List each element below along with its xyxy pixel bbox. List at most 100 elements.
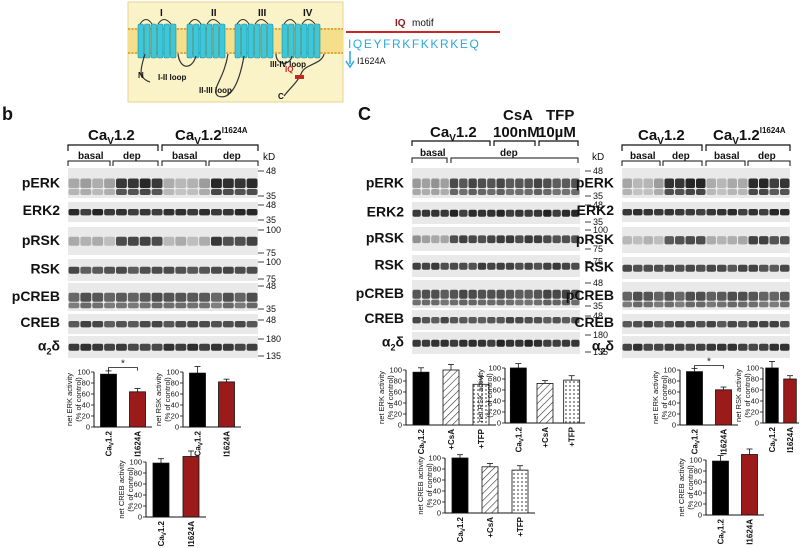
mw-marker: 35	[266, 191, 276, 201]
blot-band	[104, 236, 115, 246]
y-tick-label: 40	[394, 399, 402, 408]
loop-III-IV-label: III-IV loop	[270, 60, 306, 69]
cond-b-1: basal	[78, 151, 104, 162]
blot-band	[780, 189, 790, 195]
blot-band	[706, 178, 716, 189]
blot-band	[643, 189, 653, 195]
blot-band	[633, 291, 643, 301]
blot-band	[175, 266, 187, 274]
blot-band	[440, 189, 449, 195]
blot-band	[780, 178, 790, 189]
category-label: CaV1.2	[194, 430, 205, 456]
blot-band	[80, 266, 92, 274]
blot-band	[552, 339, 561, 347]
blot-band	[696, 189, 706, 195]
helix-segment	[199, 23, 206, 59]
blot-band	[738, 209, 748, 216]
blot-band	[116, 343, 127, 351]
blot-band	[211, 209, 222, 216]
blot-band	[727, 291, 737, 301]
blot-band	[654, 291, 664, 301]
blot-band	[127, 236, 139, 246]
y-tick-label: 40	[82, 401, 90, 410]
blot-band	[759, 178, 769, 189]
blot-band	[748, 343, 758, 351]
blot-band	[533, 289, 543, 299]
blot-band	[727, 236, 737, 245]
blot-band	[696, 209, 706, 216]
category-label: +CsA	[486, 517, 495, 538]
blot-band	[543, 339, 552, 347]
blot-label: pERK	[22, 175, 60, 191]
mw-marker: 48	[266, 200, 276, 210]
blot-band	[696, 178, 706, 189]
kd-label-c: kD	[592, 152, 604, 163]
blot-band	[187, 292, 199, 302]
blot-band	[187, 343, 199, 351]
blot-band	[675, 264, 685, 272]
blot-band	[561, 289, 571, 299]
blot-band	[717, 189, 727, 195]
blot-band	[80, 236, 92, 246]
y-tick-label: 60	[82, 390, 90, 399]
y-tick-label: 0	[398, 421, 402, 430]
mw-marker: 48	[593, 278, 603, 288]
transmembrane-domains	[137, 19, 321, 59]
blot-band	[139, 189, 151, 195]
blot-band	[222, 209, 234, 216]
bar	[686, 371, 703, 426]
blot-band	[211, 302, 222, 309]
category-label: CaV1.2	[514, 426, 525, 452]
category-label: +TFP	[477, 428, 486, 448]
blot-band	[571, 235, 580, 244]
blot-band	[654, 236, 664, 245]
blot-band	[524, 189, 533, 195]
blot-band	[727, 264, 737, 272]
y-tick-label: 100	[746, 364, 759, 373]
blot-band	[675, 343, 685, 351]
blot-band	[151, 266, 163, 274]
blot-band	[524, 262, 533, 270]
y-tick-label: 80	[394, 377, 402, 386]
blot-band	[505, 235, 515, 244]
n-terminus-label: N	[138, 71, 144, 80]
blot-band	[246, 321, 258, 328]
iq-motif-sequence: IQEYFRKFKKRKEQ	[348, 37, 480, 51]
blot-band	[151, 343, 163, 351]
blot-band	[234, 292, 246, 302]
blot-band	[246, 209, 258, 216]
mw-marker: 180	[266, 334, 281, 344]
panel-b-label: b	[2, 104, 13, 124]
blot-band	[654, 321, 664, 328]
significance-star: *	[121, 359, 125, 370]
blot-band	[487, 178, 496, 189]
helix-segment	[281, 23, 288, 59]
y-axis-label: net RSK activity(% of control)	[154, 373, 172, 426]
blot-band	[496, 317, 505, 324]
blot-band	[440, 235, 449, 244]
blot-band	[780, 343, 790, 351]
blot-band	[664, 291, 674, 301]
group-label-cav12: CaV1.2	[88, 127, 135, 147]
cond-c2-1: basal	[630, 151, 656, 162]
cond-b-2: dep	[123, 151, 141, 162]
y-tick-label: 0	[175, 423, 179, 432]
mw-marker: 35	[593, 301, 603, 311]
blot-band	[675, 321, 685, 328]
blot-band	[68, 302, 80, 309]
blot-band	[459, 339, 468, 347]
blot-band	[440, 317, 449, 324]
blot-band	[199, 209, 210, 216]
blot-band	[515, 189, 524, 195]
mw-marker: 180	[593, 330, 608, 340]
mw-marker: 135	[593, 347, 608, 357]
blot-band	[412, 178, 421, 189]
blot-band	[633, 236, 643, 245]
blot-band	[496, 339, 505, 347]
blot-band	[654, 301, 664, 308]
blot-band	[496, 178, 505, 189]
